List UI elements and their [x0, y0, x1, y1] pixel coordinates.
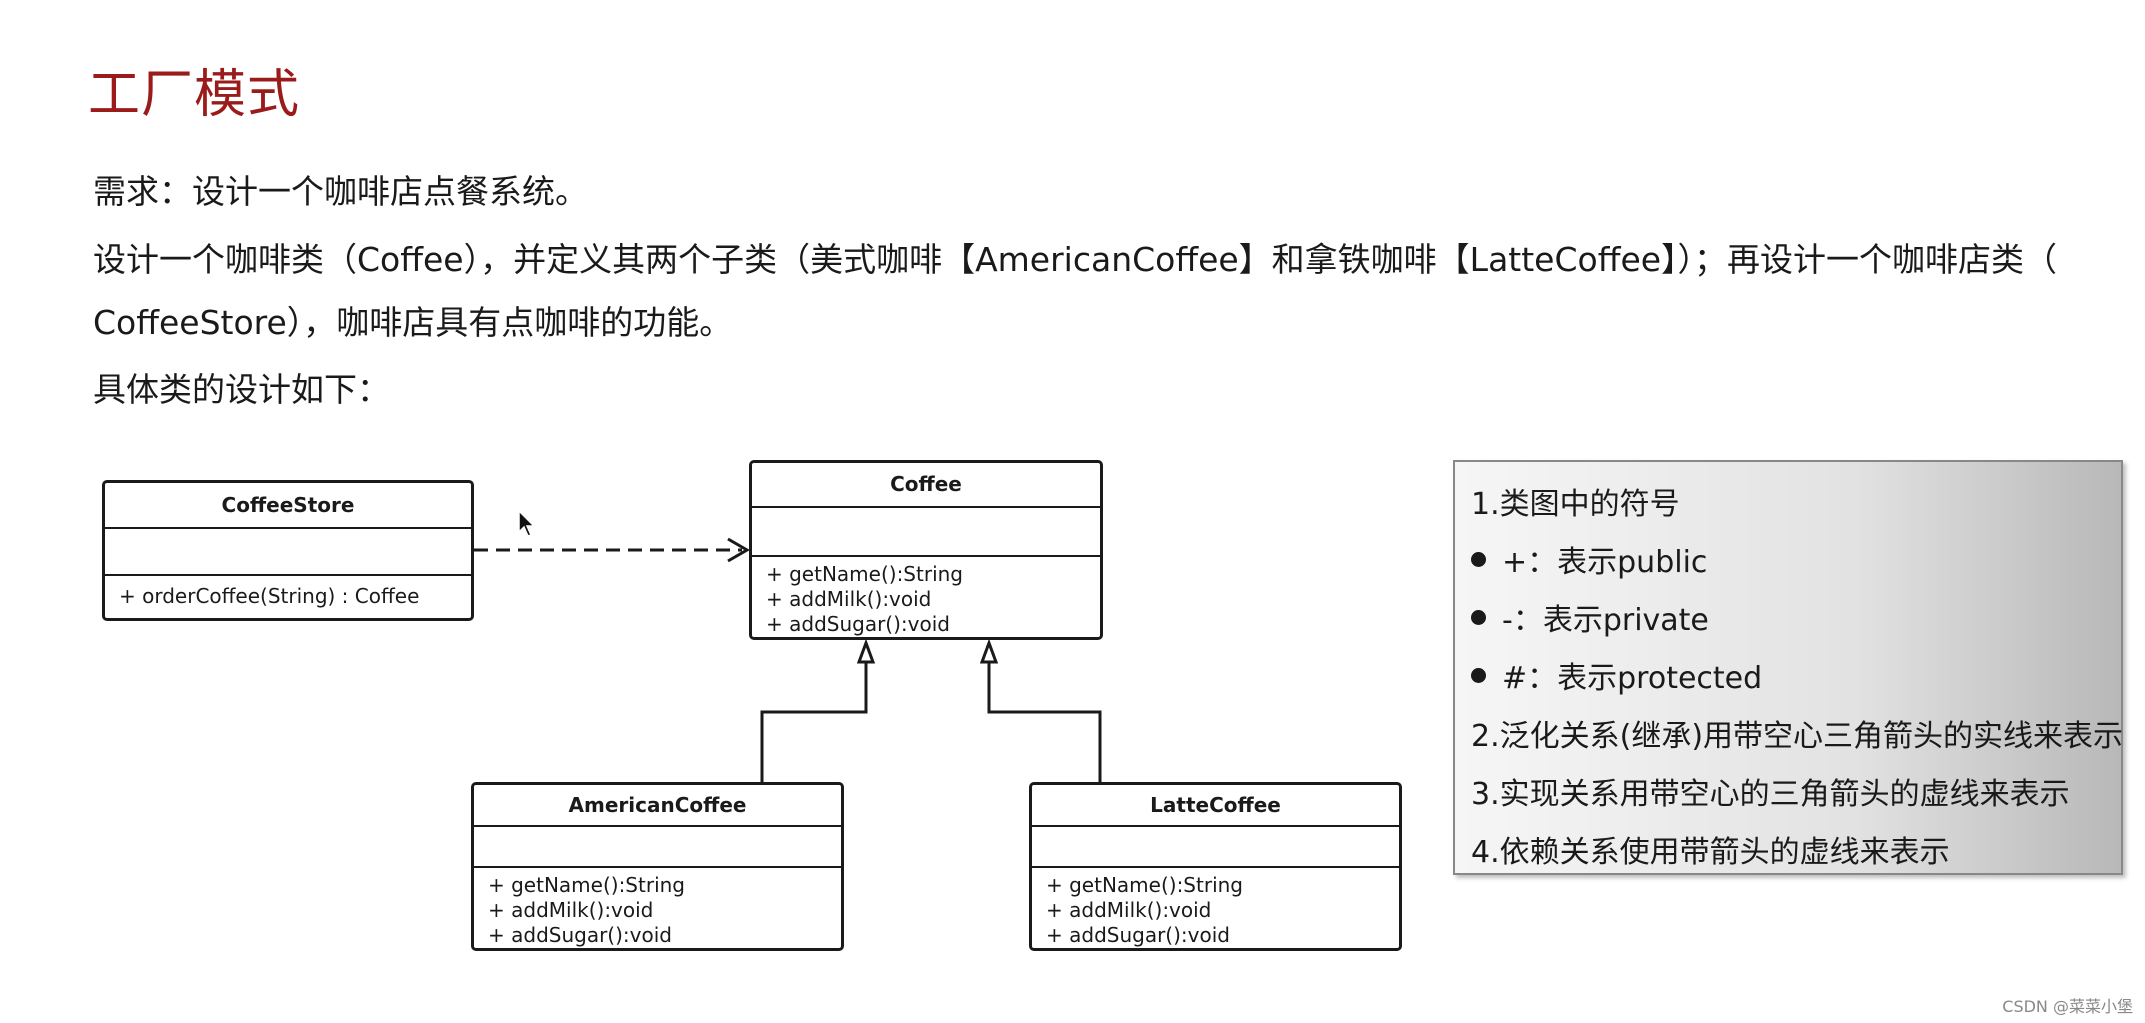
class-operations: + getName():String + addMilk():void + ad… — [752, 557, 1100, 637]
operation: + addMilk():void — [488, 898, 654, 922]
class-name: Coffee — [752, 463, 1100, 508]
class-lattecoffee: LatteCoffee + getName():String + addMilk… — [1029, 782, 1402, 951]
class-attributes — [105, 529, 471, 576]
classes-intro-text: 具体类的设计如下： — [93, 370, 390, 409]
legend-item-text: -：表示private — [1502, 603, 1709, 638]
legend-generalization: 2.泛化关系(继承)用带空心三角箭头的实线来表示 — [1471, 704, 2124, 762]
mouse-cursor-icon — [518, 510, 536, 537]
legend-realization: 3.实现关系用带空心的三角箭头的虚线来表示 — [1471, 762, 2121, 820]
operation: + orderCoffee(String) : Coffee — [119, 584, 420, 608]
operation: + addSugar():void — [488, 923, 672, 947]
legend-item-public: +：表示public — [1471, 530, 2121, 588]
class-attributes — [474, 827, 841, 868]
class-coffee: Coffee + getName():String + addMilk():vo… — [749, 460, 1103, 640]
legend-item-private: -：表示private — [1471, 588, 2121, 646]
class-name: CoffeeStore — [105, 483, 471, 529]
class-operations: + getName():String + addMilk():void + ad… — [1032, 868, 1399, 948]
operation: + getName():String — [1046, 873, 1243, 897]
operation: + getName():String — [488, 873, 685, 897]
class-coffeestore: CoffeeStore + orderCoffee(String) : Coff… — [102, 480, 474, 621]
legend-heading-text: 1.类图中的符号 — [1471, 487, 1680, 522]
legend-item-text: #：表示protected — [1502, 661, 1763, 696]
design-text-line-2: CoffeeStore），咖啡店具有点咖啡的功能。 — [93, 303, 733, 342]
operation: + addMilk():void — [1046, 898, 1212, 922]
class-americancoffee: AmericanCoffee + getName():String + addM… — [471, 782, 844, 951]
legend-item-text: 2.泛化关系(继承)用带空心三角箭头的实线来表示 — [1471, 719, 2124, 754]
watermark: CSDN @菜菜小堡 — [2002, 997, 2133, 1016]
generalization-line-american — [760, 660, 868, 782]
operation: + addMilk():void — [766, 587, 932, 611]
bullet-icon — [1471, 667, 1486, 683]
class-attributes — [1032, 827, 1399, 868]
bullet-icon — [1471, 551, 1486, 567]
page-title: 工厂模式 — [88, 65, 301, 125]
class-name: LatteCoffee — [1032, 785, 1399, 827]
class-operations: + orderCoffee(String) : Coffee — [105, 576, 471, 618]
operation: + getName():String — [766, 562, 963, 586]
legend-item-text: 3.实现关系用带空心的三角箭头的虚线来表示 — [1471, 777, 2070, 812]
requirement-text: 需求：设计一个咖啡店点餐系统。 — [93, 172, 588, 211]
operation: + addSugar():void — [766, 612, 950, 636]
legend-item-protected: #：表示protected — [1471, 646, 2121, 704]
generalization-line-latte — [987, 660, 1102, 782]
legend-item-text: 4.依赖关系使用带箭头的虚线来表示 — [1471, 835, 1950, 870]
legend-item-text: +：表示public — [1502, 545, 1708, 580]
uml-legend-box: 1.类图中的符号 +：表示public -：表示private #：表示prot… — [1453, 460, 2123, 875]
legend-dependency: 4.依赖关系使用带箭头的虚线来表示 — [1471, 820, 2121, 878]
generalization-arrowhead-american — [856, 638, 876, 664]
design-text-line-1: 设计一个咖啡类（Coffee），并定义其两个子类（美式咖啡【AmericanCo… — [93, 240, 2058, 279]
class-attributes — [752, 508, 1100, 557]
operation: + addSugar():void — [1046, 923, 1230, 947]
bullet-icon — [1471, 609, 1486, 625]
generalization-arrowhead-latte — [979, 638, 999, 664]
class-name: AmericanCoffee — [474, 785, 841, 827]
dependency-arrowhead — [727, 537, 750, 563]
legend-heading: 1.类图中的符号 — [1471, 472, 2121, 530]
class-operations: + getName():String + addMilk():void + ad… — [474, 868, 841, 948]
